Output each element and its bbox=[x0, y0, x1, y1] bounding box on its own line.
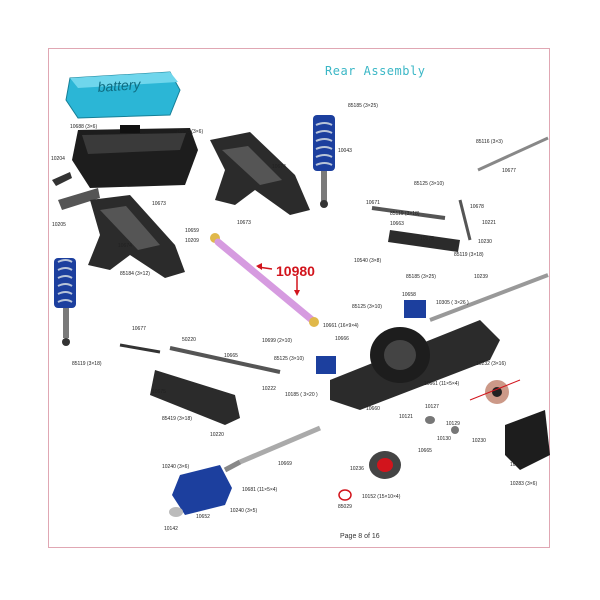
battery-pack: battery bbox=[65, 71, 181, 119]
label-85185-mid: 85185 (3×25) bbox=[406, 274, 436, 280]
label-10677-left: 10677 bbox=[132, 326, 146, 332]
label-10659: 10659 bbox=[185, 228, 199, 234]
diff-cover bbox=[505, 410, 550, 470]
shock-absorber-top bbox=[313, 115, 335, 208]
rear-axle-housing bbox=[316, 273, 549, 410]
label-10671: 10671 bbox=[366, 200, 380, 206]
label-85184: 85184 (3×12) bbox=[120, 271, 150, 277]
label-10240-b: 10240 (3×5) bbox=[230, 508, 257, 514]
label-10540: 10540 (3×8) bbox=[354, 258, 381, 264]
label-10673-b: 10673 bbox=[237, 220, 251, 226]
label-10665b: 10665 bbox=[418, 448, 432, 454]
label-10675-low: 10675 bbox=[152, 389, 166, 395]
label-10240-a: 10240 (3×6) bbox=[162, 464, 189, 470]
differential-gear bbox=[338, 416, 459, 501]
label-10663: 10663 bbox=[390, 221, 404, 227]
label-10230-b: 10230 bbox=[472, 438, 486, 444]
label-10699: 10699 (2×10) bbox=[262, 338, 292, 344]
label-10661-b: 10661 (11×5×4) bbox=[424, 381, 460, 387]
label-85029: 85029 bbox=[338, 504, 352, 510]
label-10661: 10661 (16×9×4) bbox=[323, 323, 359, 329]
label-85125-b: 85125 (3×10) bbox=[352, 304, 382, 310]
label-10652: 10652 bbox=[196, 514, 210, 520]
label-10043: 10043 bbox=[338, 148, 352, 154]
label-10661-c: 10661 bbox=[510, 462, 524, 468]
side-plates bbox=[52, 172, 100, 210]
label-10185: 10185 ( 3×20 ) bbox=[285, 392, 318, 398]
shock-tower-upper bbox=[210, 132, 310, 215]
label-50220: 50220 bbox=[182, 337, 196, 343]
label-10674-left: 10674 bbox=[118, 243, 132, 249]
label-10681: 10681 (11×5×4) bbox=[242, 487, 278, 493]
shock-absorber-left bbox=[54, 258, 76, 346]
label-10152: 10152 (15×10×4) bbox=[362, 494, 401, 500]
label-85419: 85419 (3×18) bbox=[162, 416, 192, 422]
label-10688-right: 10688 (3×6) bbox=[176, 129, 203, 135]
label-10222: 10222 bbox=[262, 386, 276, 392]
highlighted-link-rod bbox=[210, 233, 319, 327]
label-10220: 10220 bbox=[210, 432, 224, 438]
diagram-title: Rear Assembly bbox=[325, 64, 426, 78]
label-10674-top: 10674 bbox=[272, 164, 286, 170]
label-85119-a: 85119 (3×18) bbox=[390, 211, 420, 217]
label-85125-a: 85125 (3×10) bbox=[414, 181, 444, 187]
label-10130: 10130 bbox=[437, 436, 451, 442]
label-10675: 10675 bbox=[420, 236, 434, 242]
label-10678: 10678 bbox=[470, 204, 484, 210]
label-10688-left: 10688 (3×6) bbox=[70, 124, 97, 130]
label-85119-b: 85119 (3×18) bbox=[454, 252, 484, 258]
battery-label: battery bbox=[97, 76, 142, 95]
label-10127: 10127 bbox=[425, 404, 439, 410]
lower-left-links bbox=[119, 343, 281, 425]
label-10221: 10221 bbox=[482, 220, 496, 226]
label-10121: 10121 bbox=[399, 414, 413, 420]
label-10673-a: 10673 bbox=[152, 201, 166, 207]
upper-right-links bbox=[371, 136, 549, 252]
battery-tray bbox=[72, 125, 198, 188]
label-10236: 10236 bbox=[350, 466, 364, 472]
highlighted-part-number: 10980 bbox=[276, 263, 315, 279]
label-10232: 10232 (3×16) bbox=[476, 361, 506, 367]
label-85185-top: 85185 (3×25) bbox=[348, 103, 378, 109]
label-85116-right: 85116 (3×3) bbox=[476, 139, 503, 145]
label-10142: 10142 bbox=[164, 526, 178, 532]
label-10665: 10665 bbox=[224, 353, 238, 359]
label-10666: 10666 bbox=[335, 336, 349, 342]
label-10129: 10129 bbox=[446, 421, 460, 427]
label-10677: 10677 bbox=[502, 168, 516, 174]
label-85125-c: 85125 (3×10) bbox=[274, 356, 304, 362]
label-10305: 10305 ( 3×26 ) bbox=[436, 300, 469, 306]
drive-shaft bbox=[223, 425, 321, 473]
label-10283: 10283 (3×6) bbox=[510, 481, 537, 487]
pinion-gear bbox=[469, 379, 521, 404]
label-85119-left: 85119 (3×18) bbox=[72, 361, 102, 367]
blue-gear-housing bbox=[169, 465, 232, 517]
label-10205: 10205 bbox=[52, 222, 66, 228]
page-number: Page 8 of 16 bbox=[340, 533, 380, 540]
label-10669: 10669 bbox=[278, 461, 292, 467]
part-labels: 10688 (3×6) 10688 (3×6) 10204 85185 (3×2… bbox=[51, 103, 537, 532]
label-10209: 10209 bbox=[185, 238, 199, 244]
shock-tower-lower bbox=[88, 195, 185, 278]
label-10658: 10658 bbox=[402, 292, 416, 298]
label-10239: 10239 bbox=[474, 274, 488, 280]
label-10660: 10660 bbox=[366, 406, 380, 412]
label-10230: 10230 bbox=[478, 239, 492, 245]
label-10204: 10204 bbox=[51, 156, 65, 162]
